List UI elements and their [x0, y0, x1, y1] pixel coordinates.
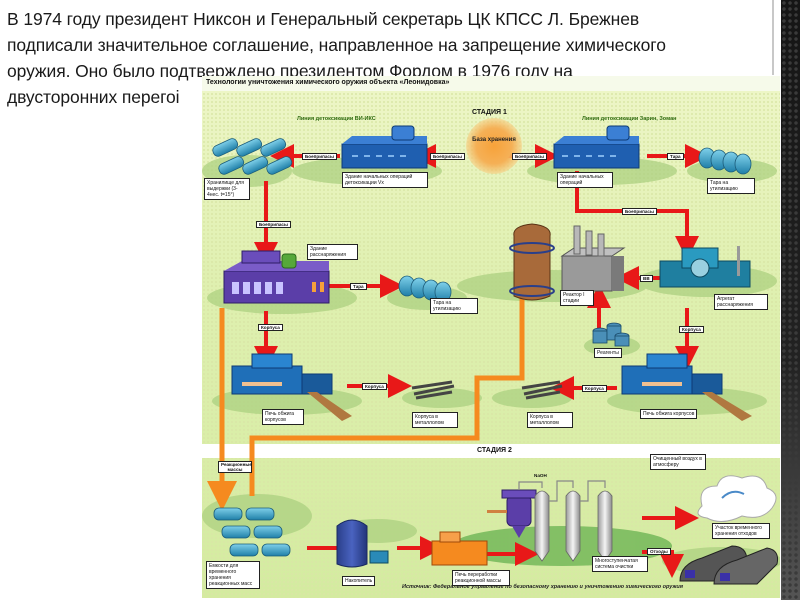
flow-arrows	[254, 144, 709, 578]
line-label-vx: Линия детоксикации ВИ-ИКС	[297, 116, 376, 122]
stage-2-label: СТАДИЯ 2	[477, 447, 512, 454]
tag-naoh: NaOH	[534, 473, 547, 478]
tag-hulls: Корпуса	[582, 385, 607, 392]
tara-barrels-left	[398, 275, 452, 303]
label-tara-right: Тара на утилизацию	[707, 178, 755, 194]
tag-munitions: Боеприпасы	[430, 153, 465, 160]
text-line: В 1974 году президент Никсон и Генеральн…	[7, 9, 640, 29]
tag-hulls: Корпуса	[679, 326, 704, 333]
label-reproc-furnace: Печь переработки реакционной массы	[452, 570, 510, 586]
furnace-left	[231, 353, 352, 421]
reagent-containers	[592, 322, 630, 347]
diagram-title-bar	[202, 76, 780, 91]
storage-base-node: База хранения	[466, 118, 522, 174]
tag-munitions: Боеприпасы	[622, 208, 657, 215]
label-storage: Хранилище для выдержки (3-4нес. t=15°)	[204, 178, 250, 200]
stage2-band	[202, 444, 780, 458]
tag-hulls: Корпуса	[258, 324, 283, 331]
label-tanks: Емкости для временного хранения реакцион…	[206, 561, 260, 589]
label-multistage: Многоступенчатая система очистки	[592, 556, 648, 572]
reactor-block	[560, 225, 626, 292]
waste-storage-bunkers	[679, 545, 778, 585]
decontamination-aggregate	[659, 246, 751, 288]
tag-munitions: Боеприпасы	[256, 221, 291, 228]
label-aggregate: Агрегат расснаряжения	[714, 294, 768, 310]
scrubber-unit	[487, 489, 537, 538]
text-line: двусторонних перегоі	[7, 87, 180, 107]
scrap-left	[411, 380, 455, 400]
decorative-side-panel	[781, 0, 800, 600]
tag-hulls: Корпуса	[362, 383, 387, 390]
label-furnace-left: Печь обжига корпусов	[262, 409, 304, 425]
label-hulls-right: Корпуса в металлолом	[527, 412, 573, 428]
exhaust-cloud	[697, 475, 777, 522]
label-clean-air: Очищенный воздух в атмосферу	[650, 454, 706, 470]
column-pipes	[518, 480, 606, 502]
reactor-vessel	[509, 223, 555, 301]
reprocessing-furnace	[431, 531, 488, 566]
accumulator-tank	[336, 519, 389, 568]
label-waste-storage: Участок временного хранения отходов	[712, 523, 770, 539]
tag-waste: Отходы	[647, 548, 671, 555]
tara-barrels-right	[698, 147, 752, 175]
scrap-right	[521, 380, 563, 400]
reaction-mass-tanks	[213, 507, 291, 557]
text-line: подписали значительное соглашение, напра…	[7, 35, 666, 55]
label-reactor: Реактор I стадии	[560, 290, 594, 306]
process-diagram: Технологии уничтожения химического оружи…	[202, 76, 780, 598]
label-initial-left: Здание начальных операций детоксикации V…	[342, 172, 428, 188]
initial-operations-building-right	[553, 125, 640, 169]
label-initial-right: Здание начальных операций	[557, 172, 613, 188]
label-accumulator: Накопитель	[342, 576, 376, 586]
line-label-sarin: Линия детоксикации Зарин, Зоман	[582, 116, 677, 122]
storage-base-label: База хранения	[472, 137, 516, 143]
tag-vv: ВВ	[640, 275, 653, 282]
stage-1-label: СТАДИЯ 1	[472, 109, 507, 116]
tag-munitions: Боеприпасы	[512, 153, 547, 160]
tag-munitions: Боеприпасы	[302, 153, 337, 160]
furnace-right	[621, 353, 752, 421]
label-decontam-building: Здание расснаряжения	[307, 244, 358, 260]
diagram-graphics	[202, 125, 780, 585]
label-hulls-left: Корпуса в металлолом	[412, 412, 458, 428]
tag-tara: Тара	[667, 153, 684, 160]
tag-reaction-masses: Реакционные массы	[218, 461, 252, 473]
initial-operations-building-left	[341, 125, 428, 169]
decontamination-building	[223, 250, 330, 304]
purification-columns	[534, 490, 613, 562]
tag-tara: Тара	[350, 283, 367, 290]
diagram-source: Источник: Федеральное управление по безо…	[402, 584, 683, 590]
label-tara-left: Тара на утилизацию	[430, 298, 478, 314]
storage-cylinders	[212, 138, 293, 175]
scrollbar[interactable]	[772, 0, 774, 75]
label-furnace-right: Печь обжига корпусов	[640, 409, 698, 419]
label-reagents: Реагенты	[594, 348, 622, 358]
diagram-title: Технологии уничтожения химического оружи…	[206, 79, 450, 86]
